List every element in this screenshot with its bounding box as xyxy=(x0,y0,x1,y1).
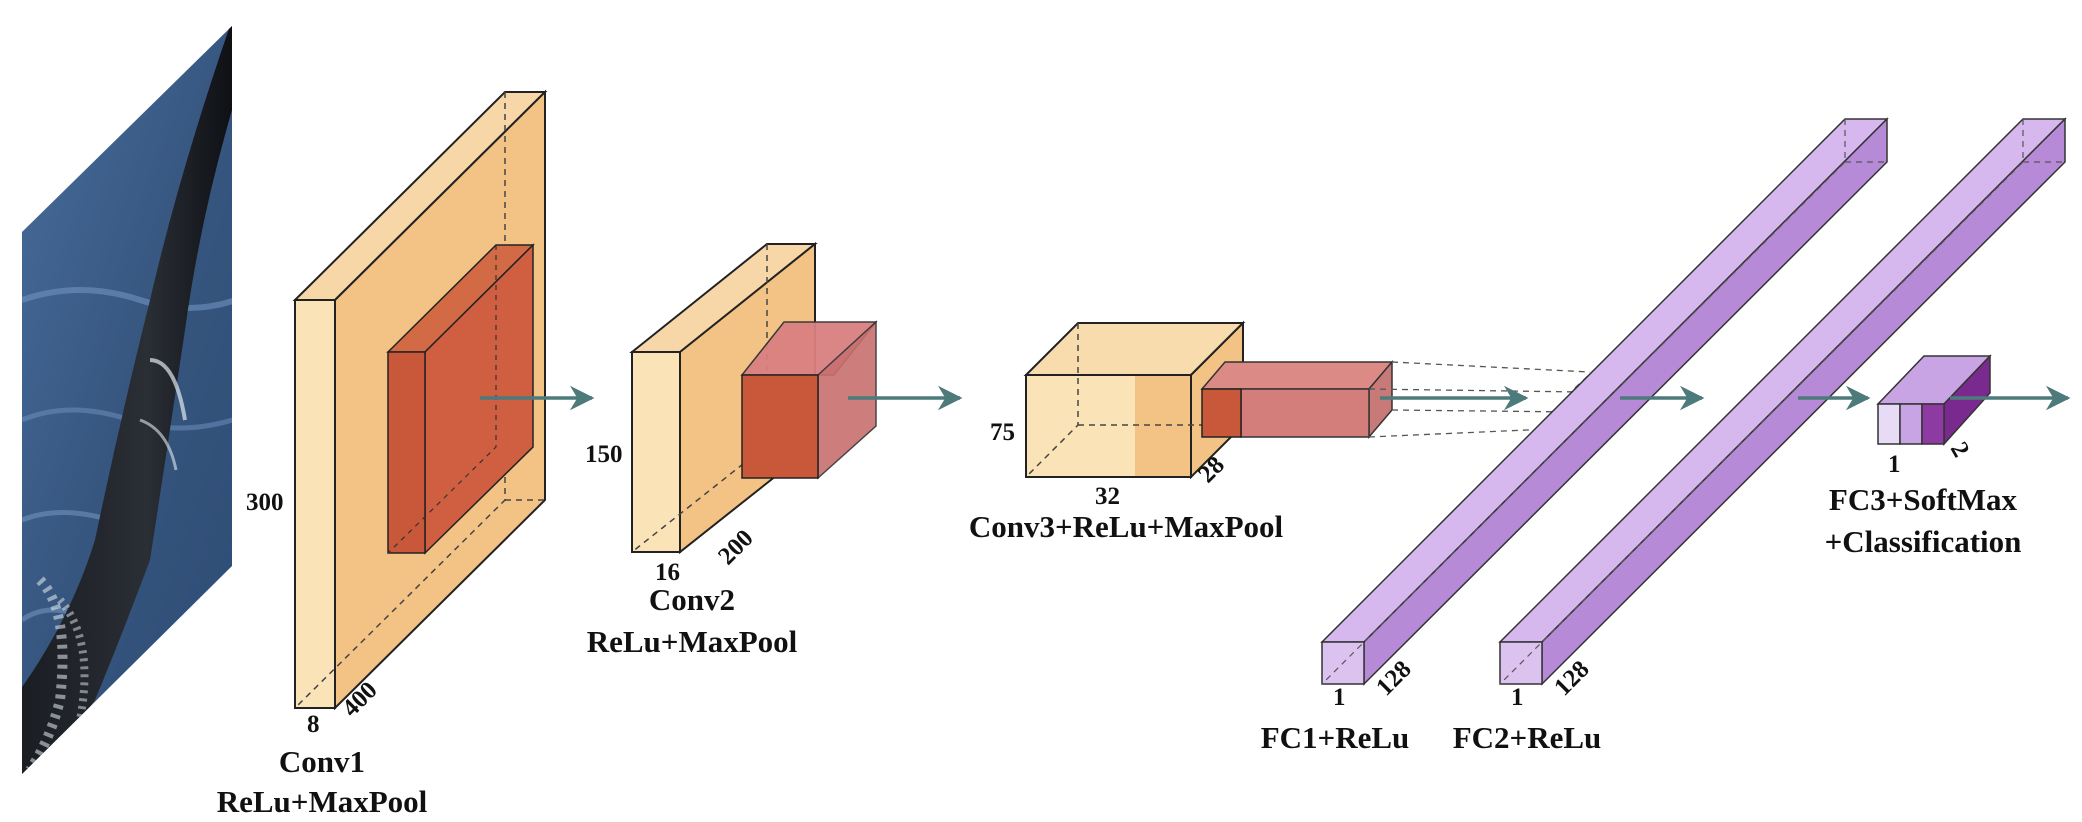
conv2-height-label: 150 xyxy=(585,441,623,468)
fc2-width-label: 1 xyxy=(1511,684,1524,711)
conv2-depth-label: 16 xyxy=(655,559,680,586)
orca-fin-icon xyxy=(22,26,232,774)
conv1-kernel xyxy=(386,243,535,555)
conv2-kernel xyxy=(740,320,878,480)
fc3-caption-line1: FC3+SoftMax xyxy=(1829,482,2018,517)
fc2-block xyxy=(1498,117,2067,686)
fc3-length-label: 2 xyxy=(1945,438,1975,462)
conv2-caption-line1: Conv2 xyxy=(649,582,735,617)
input-image xyxy=(22,26,232,774)
fc1-caption: FC1+ReLu xyxy=(1261,720,1410,755)
fc1-width-label: 1 xyxy=(1333,684,1346,711)
conv2-width-label: 200 xyxy=(713,525,759,571)
conv3-depth-label: 32 xyxy=(1095,483,1120,510)
fc1-block xyxy=(1320,117,1889,686)
conv3-block xyxy=(1023,320,1246,480)
conv2-caption-line2: ReLu+MaxPool xyxy=(587,624,798,659)
conv1-caption-line1: Conv1 xyxy=(279,744,365,779)
conv1-depth-label: 8 xyxy=(307,711,320,738)
conv1-height-label: 300 xyxy=(246,489,284,516)
fc3-block xyxy=(1876,354,1992,446)
conv1-caption-line2: ReLu+MaxPool xyxy=(217,784,428,819)
fc3-width-label: 1 xyxy=(1888,451,1901,478)
fc2-caption: FC2+ReLu xyxy=(1453,720,1602,755)
conv3-kernel xyxy=(1200,359,1394,440)
fc3-caption-line2: +Classification xyxy=(1825,524,2022,559)
conv3-height-label: 75 xyxy=(990,419,1015,446)
conv3-caption: Conv3+ReLu+MaxPool xyxy=(969,509,1284,544)
